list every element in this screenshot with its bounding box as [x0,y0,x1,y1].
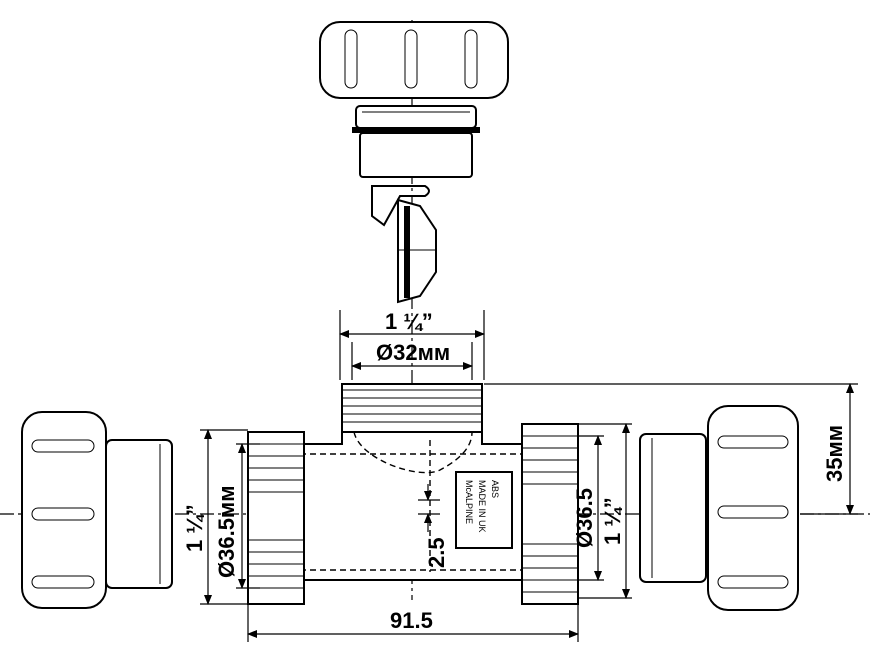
tee-body: McALPINE MADE IN UK ABS [247,383,579,605]
height-dimension: 35мм [484,383,858,515]
left-thread-dimension: 1 ¼” [182,504,207,552]
left-compression-nut [21,411,173,609]
body-label-brand: McALPINE [464,480,474,524]
body-label-material: ABS [490,480,500,498]
top-compression-nut [319,21,509,99]
right-compression-nut [639,405,799,611]
top-thread-dimension: 1 ¼” [385,309,433,334]
right-dimensions: Ø36.5 1 ¼” [572,423,632,599]
body-label-origin: MADE IN UK [477,480,487,533]
top-diameter-dimension: Ø32мм [376,340,450,365]
right-thread-dimension: 1 ¼” [600,497,625,545]
overall-length-dimension: 91.5 [390,608,433,633]
height-offset-dimension: 35мм [822,425,847,482]
offset-dimension: 2.5 [418,484,449,568]
top-seal-ring [352,105,480,178]
length-dimension: 91.5 [247,604,579,642]
left-dimensions: 1 ¼” Ø36.5мм [182,429,260,605]
left-diameter-dimension: Ø36.5мм [214,486,239,578]
offset-small-dimension: 2.5 [424,537,449,568]
top-dimensions: 1 ¼” Ø32мм [339,309,485,380]
right-diameter-dimension: Ø36.5 [572,488,597,548]
valve-flap [371,185,437,304]
